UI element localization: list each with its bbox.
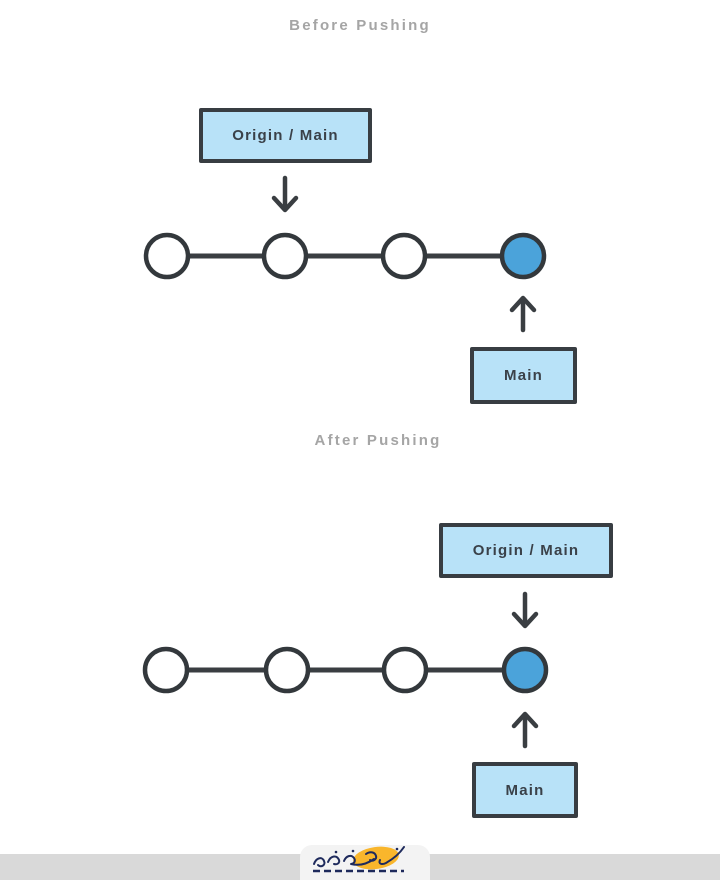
main-box: Main bbox=[470, 347, 577, 404]
origin-main-box: Origin / Main bbox=[439, 523, 613, 578]
diagram-title-before: Before Pushing bbox=[289, 17, 431, 34]
main-label: Main bbox=[505, 781, 545, 799]
commit-node-filled bbox=[501, 646, 549, 694]
diagram-title-after: After Pushing bbox=[314, 432, 442, 449]
commit-node bbox=[261, 232, 309, 280]
commit-node-filled bbox=[499, 232, 547, 280]
origin-main-label: Origin / Main bbox=[232, 127, 339, 144]
commit-chain bbox=[142, 646, 549, 694]
watermark-tab bbox=[300, 845, 430, 880]
commit-node bbox=[263, 646, 311, 694]
arrow-down-icon bbox=[271, 175, 299, 213]
logo-dots bbox=[334, 847, 399, 854]
main-label: Main bbox=[504, 367, 543, 384]
arrow-up-icon bbox=[509, 295, 537, 333]
main-box: Main bbox=[472, 762, 578, 818]
arrow-up-icon bbox=[511, 711, 539, 749]
commit-node bbox=[381, 646, 429, 694]
arrow-down-icon bbox=[511, 591, 539, 629]
calligraphy-logo-icon bbox=[313, 846, 405, 873]
logo-script bbox=[313, 846, 405, 868]
origin-main-label: Origin / Main bbox=[472, 542, 580, 559]
commit-node bbox=[143, 232, 191, 280]
commit-node bbox=[142, 646, 190, 694]
origin-main-box: Origin / Main bbox=[199, 108, 372, 163]
commit-chain bbox=[143, 232, 547, 280]
commit-node bbox=[380, 232, 428, 280]
